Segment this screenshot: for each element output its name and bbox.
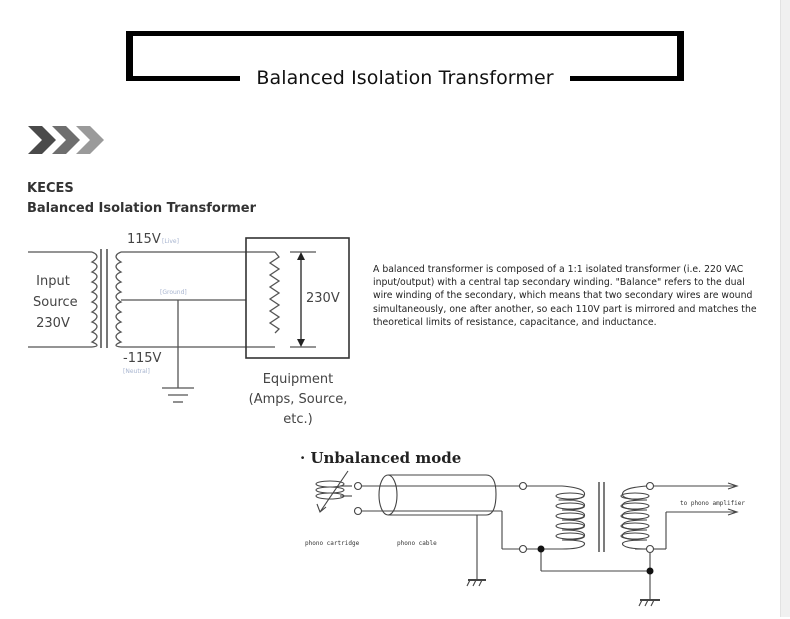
- cartridge-arrow: [319, 470, 349, 513]
- cable-shield: [388, 474, 497, 516]
- page-title: Balanced Isolation Transformer: [256, 67, 554, 89]
- description-line: simultaneously, one after another, so ea…: [373, 303, 757, 315]
- equipment-label: Equipment (Amps, Source, etc.): [248, 372, 348, 427]
- phono-cartridge-label: phono cartridge: [305, 540, 360, 547]
- primary-coil: [90, 251, 98, 348]
- output-arrow-top: [727, 482, 739, 490]
- top-voltage-label: 115V: [127, 232, 161, 247]
- junction-dot-2: [646, 567, 654, 575]
- balanced-transformer-diagram: Input Source 230V 115V [Live] [Ground] -…: [20, 225, 360, 435]
- phono-amplifier-label: to phono amplifier: [680, 500, 746, 507]
- section-subtitle: Balanced Isolation Transformer: [27, 201, 257, 216]
- neutral-tag: [Neutral]: [123, 368, 150, 375]
- section-heading: KECES Balanced Isolation Transformer: [27, 179, 256, 219]
- secondary-terminal-top: [645, 481, 655, 491]
- chevron-icon-1: [28, 126, 56, 154]
- primary-terminal-top: [518, 481, 528, 491]
- junction-dot-1: [537, 545, 545, 553]
- ground-tag: [Ground]: [160, 289, 187, 296]
- secondary-coil: [621, 485, 648, 550]
- brand-name: KECES: [27, 181, 74, 196]
- description-line: wire winding of the secondary, which mea…: [373, 290, 753, 302]
- input-source-label: Input Source 230V: [33, 274, 78, 331]
- secondary-terminal-bottom: [645, 544, 655, 554]
- unbalanced-mode-diagram: phono cartridge phono cable to phono amp…: [290, 470, 770, 615]
- cartridge-terminal-bottom: [353, 506, 363, 516]
- cartridge-coil-2: [315, 486, 345, 494]
- secondary-coil: [115, 251, 123, 348]
- page-scrollbar-strip: [780, 0, 790, 617]
- live-tag: [Live]: [162, 238, 179, 245]
- load-voltage-label: 230V: [306, 291, 340, 306]
- description-line: theoretical limits of resistance, capaci…: [373, 316, 657, 328]
- title-frame: [126, 31, 684, 81]
- description-line: input/output) with a central tap seconda…: [373, 277, 745, 289]
- phono-cable-label: phono cable: [397, 540, 437, 547]
- unbalanced-mode-title: · Unbalanced mode: [300, 449, 462, 467]
- load-resistor: [268, 251, 281, 334]
- cartridge-coil-1: [315, 480, 345, 488]
- equipment-box: [245, 237, 350, 359]
- cartridge-terminal-top: [353, 481, 363, 491]
- triple-chevron-right-icon: [28, 126, 108, 156]
- primary-terminal-bottom: [518, 544, 528, 554]
- arrow-down-icon: [297, 339, 305, 347]
- chevron-icon-3: [76, 126, 104, 154]
- chevron-icon-2: [52, 126, 80, 154]
- bottom-voltage-label: -115V: [123, 351, 162, 366]
- output-arrow-bottom: [727, 508, 739, 516]
- description-line: A balanced transformer is composed of a …: [373, 264, 744, 275]
- description-paragraph: A balanced transformer is composed of a …: [373, 263, 768, 329]
- cable-end: [378, 474, 398, 516]
- arrow-up-icon: [297, 252, 305, 260]
- cartridge-arrow-head: [316, 503, 327, 513]
